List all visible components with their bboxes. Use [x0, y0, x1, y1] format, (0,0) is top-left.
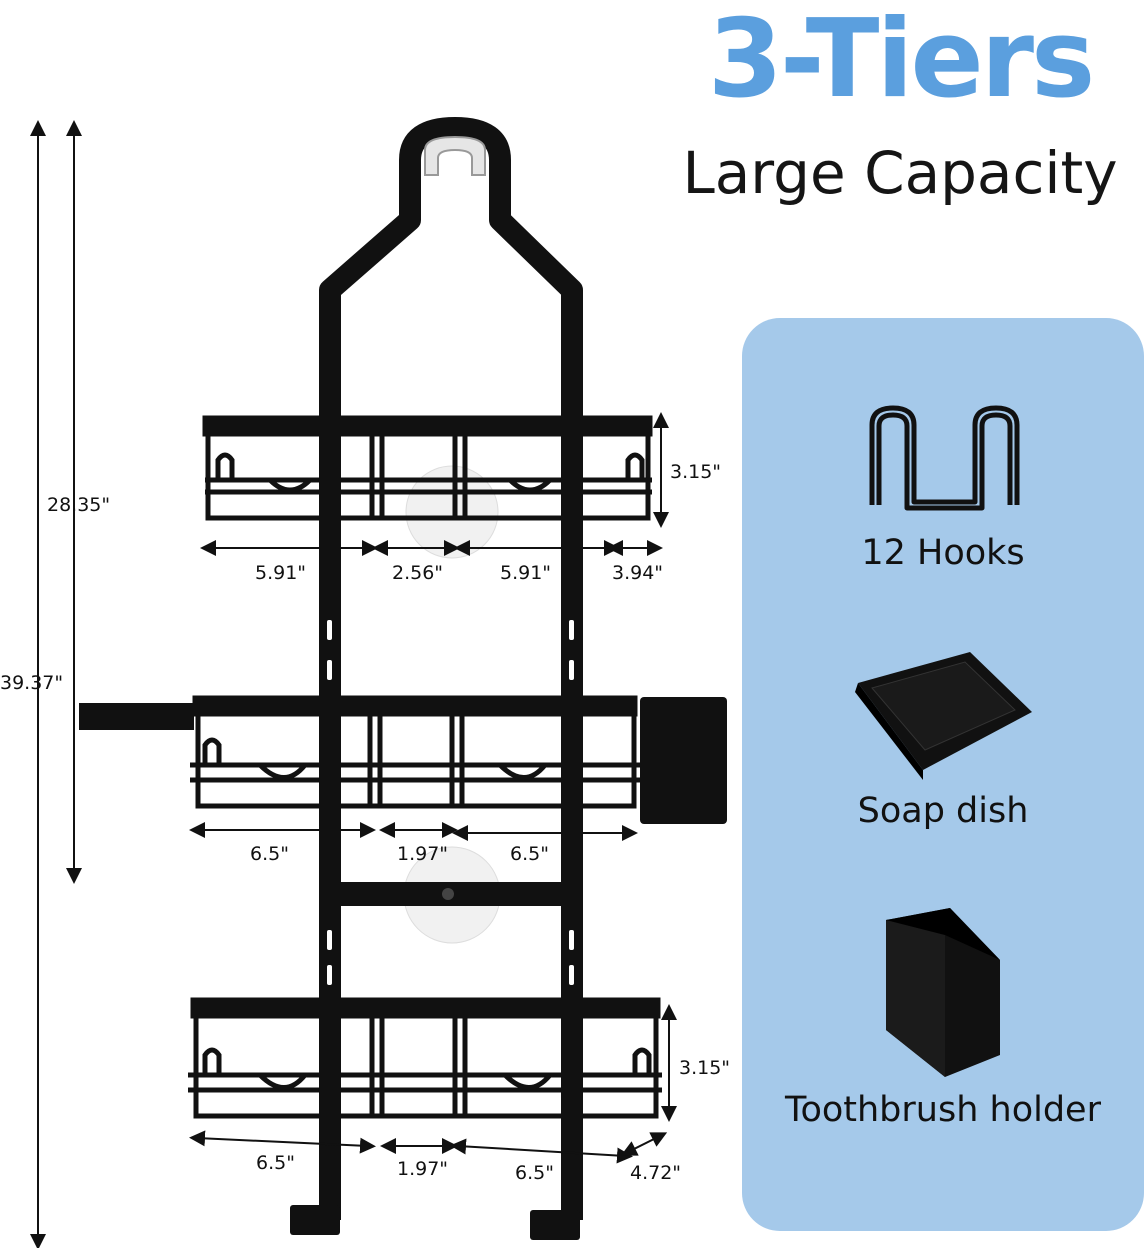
dim-top-height: 3.15" [670, 461, 722, 483]
dim-top-left-width: 5.91" [255, 562, 307, 584]
dim-mid-gap: 1.97" [397, 843, 449, 865]
dim-tier-span: 28.35" [47, 494, 111, 516]
dim-top-depth: 3.94" [612, 562, 664, 584]
dim-mid-left-width: 6.5" [250, 843, 289, 865]
dim-top-right-width: 5.91" [500, 562, 552, 584]
side-toothbrush-holder [640, 697, 727, 824]
bottom-hooks [290, 1205, 580, 1240]
toothbrush-holder-icon [886, 908, 1000, 1077]
hanger-frame [319, 117, 583, 1220]
feature-label-soap-dish: Soap dish [857, 791, 1029, 831]
top-basket [202, 415, 653, 521]
feature-label-hooks: 12 Hooks [861, 533, 1025, 573]
bottom-basket [188, 997, 662, 1119]
middle-basket [190, 695, 640, 809]
features-panel [742, 318, 1144, 1231]
dim-bottom-height: 3.15" [679, 1057, 731, 1079]
frame-slots [327, 620, 574, 985]
dim-top-gap: 2.56" [392, 562, 444, 584]
feature-label-toothbrush-holder: Toothbrush holder [785, 1090, 1101, 1130]
dim-mid-right-width: 6.5" [510, 843, 549, 865]
suction-cup-top [405, 465, 499, 559]
dim-bottom-left-width: 6.5" [256, 1152, 295, 1174]
hook-icon [869, 405, 1020, 511]
dim-bottom-gap: 1.97" [397, 1158, 449, 1180]
page-subtitle: Large Capacity [682, 139, 1118, 207]
soap-dish-icon [855, 652, 1032, 780]
dim-bottom-right-width: 6.5" [515, 1162, 554, 1184]
hanger-hook-icon [424, 135, 486, 176]
dimension-arrows [189, 412, 677, 1164]
page-title: 3-Tiers [707, 0, 1096, 122]
dim-bottom-depth: 4.72" [630, 1162, 682, 1184]
side-soap-dish [79, 703, 194, 730]
dim-total-height: 39.37" [0, 672, 64, 694]
